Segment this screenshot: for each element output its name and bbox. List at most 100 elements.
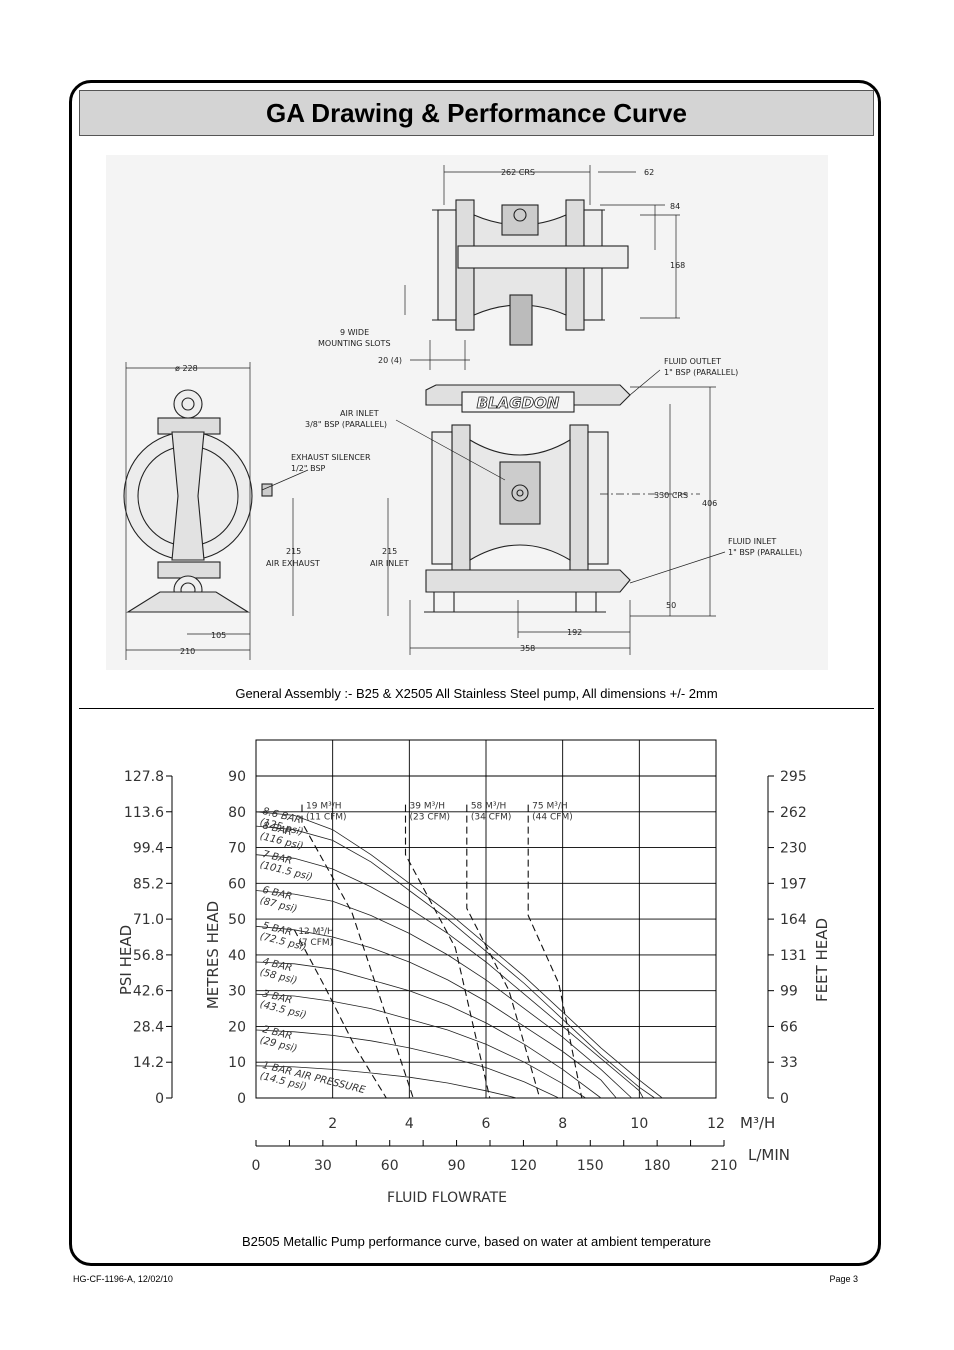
air-consumption-line (404, 804, 491, 1099)
feet-axis-label: FEET HEAD (813, 918, 831, 1002)
silencer-label: EXHAUST SILENCER (291, 453, 371, 462)
dim-105: 105 (211, 631, 226, 640)
air-consumption-label: 12 M³/H (298, 927, 334, 937)
pressure-curve (255, 890, 632, 1099)
pressure-curve (255, 811, 663, 1099)
feet-tick-label: 66 (780, 1019, 798, 1035)
lmin-tick-label: 210 (711, 1158, 738, 1174)
air-consumption-cfm: (23 CFM) (410, 813, 451, 823)
lmin-tick-label: 30 (314, 1158, 332, 1174)
psi-tick-label: 28.4 (133, 1019, 164, 1035)
feet-tick-label: 131 (780, 948, 807, 964)
air-consumption-cfm: (34 CFM) (471, 813, 512, 823)
pressure-curve (255, 854, 644, 1099)
fluid-inlet-label: FLUID INLET (728, 537, 776, 546)
dim-air-inlet-label: AIR INLET (370, 559, 409, 568)
dim-20: 20 (4) (378, 356, 402, 365)
air-inlet-size: 3/8" BSP (PARALLEL) (305, 420, 387, 429)
feet-tick-label: 33 (780, 1055, 798, 1071)
psi-tick-label: 14.2 (133, 1055, 164, 1071)
pressure-curve (255, 1065, 517, 1099)
pressure-curve-label: 3 BAR(43.5 psi) (259, 988, 308, 1021)
dim-262-crs: 262 CRS (501, 168, 535, 177)
drawing-caption: General Assembly :- B25 & X2505 All Stai… (235, 686, 718, 701)
dim-406: 406 (702, 499, 717, 508)
air-consumption-label: 19 M³/H (306, 802, 342, 812)
psi-tick-label: 127.8 (124, 769, 164, 785)
metres-tick-label: 40 (228, 948, 246, 964)
dim-228: ø 228 (175, 364, 198, 373)
psi-tick-label: 71.0 (133, 912, 164, 928)
metres-tick-label: 80 (228, 805, 246, 821)
x-tick-label-m3h: 2 (328, 1116, 337, 1132)
metres-tick-label: 0 (237, 1091, 246, 1107)
lmin-tick-label: 90 (448, 1158, 466, 1174)
front-view (424, 384, 631, 613)
side-view (123, 389, 273, 613)
lmin-tick-label: 60 (381, 1158, 399, 1174)
page-number: Page 3 (829, 1274, 858, 1284)
lmin-tick-label: 150 (577, 1158, 604, 1174)
psi-tick-label: 85.2 (133, 876, 164, 892)
dim-84: 84 (670, 202, 680, 211)
dim-air-exhaust-value: 215 (286, 547, 301, 556)
dim-210: 210 (180, 647, 195, 656)
air-consumption-cfm: (7 CFM) (298, 938, 333, 948)
fluid-inlet-size: 1" BSP (PARALLEL) (728, 548, 802, 557)
dim-330-crs: 330 CRS (654, 491, 688, 500)
pressure-curve (255, 961, 602, 1099)
x-tick-label-m3h: 4 (405, 1116, 414, 1132)
feet-tick-label: 295 (780, 769, 807, 785)
top-view (432, 199, 629, 346)
pressure-curve (255, 825, 655, 1099)
section-divider (79, 708, 874, 709)
air-inlet-label: AIR INLET (340, 409, 379, 418)
title-banner: GA Drawing & Performance Curve (79, 90, 874, 136)
dim-mount-slots-2: MOUNTING SLOTS (318, 339, 391, 348)
x-axis-title: FLUID FLOWRATE (387, 1190, 507, 1206)
metres-tick-label: 50 (228, 912, 246, 928)
air-consumption-label: 75 M³/H (532, 802, 568, 812)
pressure-curve-label: 7 BAR(101.5 psi) (259, 849, 314, 883)
x-tick-label-m3h: 10 (630, 1116, 648, 1132)
lmin-tick-label: 120 (510, 1158, 537, 1174)
fluid-outlet-size: 1" BSP (PARALLEL) (664, 368, 738, 377)
air-consumption-label: 58 M³/H (471, 802, 507, 812)
dim-192: 192 (567, 628, 582, 637)
pressure-curve (255, 925, 617, 1099)
metres-tick-label: 30 (228, 984, 246, 1000)
pressure-curve-label: 2 BAR(29 psi) (259, 1024, 299, 1055)
air-consumption-line (466, 804, 541, 1099)
x-tick-label-m3h: 8 (558, 1116, 567, 1132)
metres-tick-label: 10 (228, 1055, 246, 1071)
page-title: GA Drawing & Performance Curve (266, 97, 687, 128)
air-consumption-line (527, 804, 583, 1099)
feet-tick-label: 262 (780, 805, 807, 821)
feet-tick-label: 164 (780, 912, 807, 928)
air-consumption-line (301, 804, 414, 1099)
lmin-tick-label: 0 (252, 1158, 261, 1174)
pressure-curve (255, 1029, 559, 1099)
feet-tick-label: 0 (780, 1091, 789, 1107)
dim-62: 62 (644, 168, 654, 177)
document-reference: HG-CF-1196-A, 12/02/10 (73, 1274, 173, 1284)
air-consumption-line (293, 929, 387, 1099)
x-unit-m3h: M³/H (740, 1114, 775, 1132)
air-consumption-label: 39 M³/H (410, 802, 446, 812)
dim-50: 50 (666, 601, 676, 610)
psi-tick-label: 113.6 (124, 805, 164, 821)
metres-tick-label: 20 (228, 1019, 246, 1035)
fluid-outlet-label: FLUID OUTLET (664, 357, 721, 366)
psi-tick-label: 56.8 (133, 948, 164, 964)
metres-tick-label: 70 (228, 841, 246, 857)
air-consumption-cfm: (44 CFM) (532, 813, 573, 823)
pressure-curve-label: 6 BAR(87 psi) (259, 885, 299, 916)
metres-axis-label: METRES HEAD (204, 901, 222, 1009)
pressure-curve (255, 993, 586, 1099)
brand-logo: BLAGDON (477, 394, 560, 412)
chart-caption: B2505 Metallic Pump performance curve, b… (242, 1234, 711, 1249)
metres-tick-label: 90 (228, 769, 246, 785)
feet-tick-label: 230 (780, 841, 807, 857)
pressure-curve-label: 1 BAR AIR PRESSURE(14.5 psi) (259, 1060, 367, 1096)
